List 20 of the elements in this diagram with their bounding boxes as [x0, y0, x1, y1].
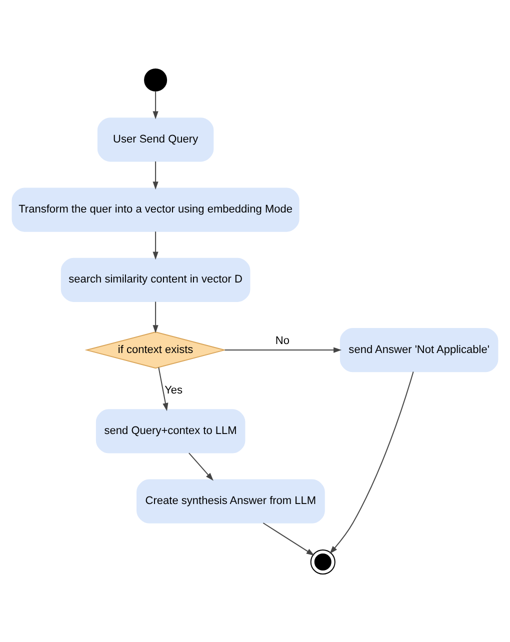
edge-label: No [275, 334, 290, 346]
node-circle [144, 68, 168, 92]
node-box: Transform the quer into a vector using embedding Mode [12, 187, 300, 232]
arrow [152, 230, 158, 260]
arrow [158, 366, 168, 411]
node-box: User Send Query [97, 117, 214, 162]
node-box: send Answer 'Not Applicable' [340, 328, 498, 372]
arrow [152, 90, 158, 119]
arrow [330, 370, 414, 554]
node-box: search similarity content in vector D [60, 257, 250, 302]
arrow [152, 300, 158, 333]
arrow [224, 346, 342, 352]
node-circle [310, 548, 336, 574]
arrow [152, 160, 158, 190]
edge-label: Yes [164, 384, 183, 396]
arrow [262, 522, 314, 556]
node-diamond: if context exists [84, 331, 226, 368]
node-box: Create synthesis Answer from LLM [136, 478, 325, 523]
arrow [188, 452, 214, 480]
node-box: send Query+contex to LLM [96, 408, 246, 453]
